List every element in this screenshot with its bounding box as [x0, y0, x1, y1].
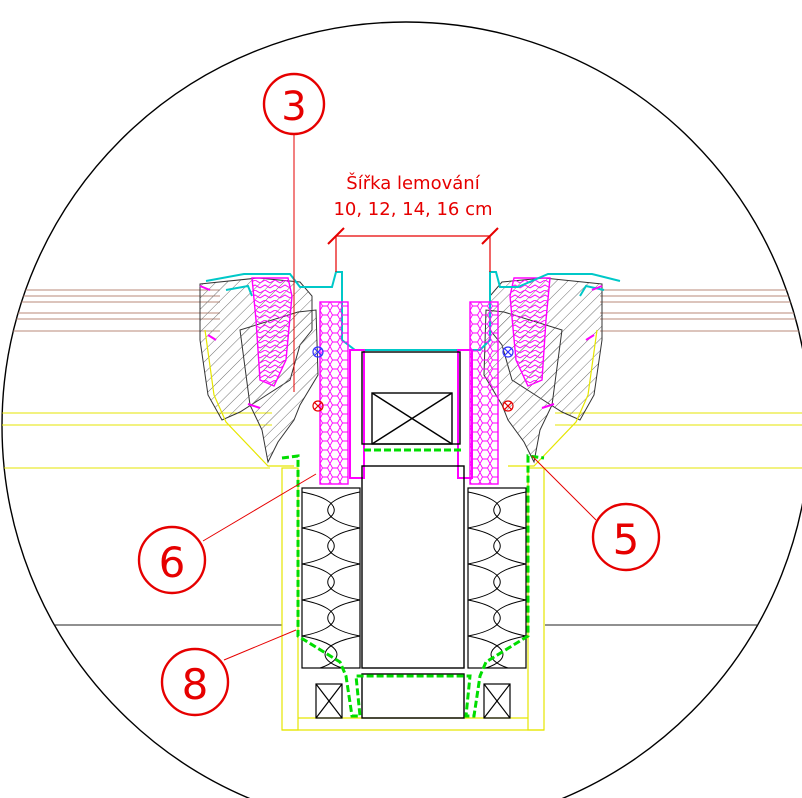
detail-circle [1, 21, 802, 798]
callout-5: 5 [531, 455, 661, 572]
sash-frame-left [199, 277, 319, 464]
roof-structure-lines [2, 412, 802, 469]
fastener-marks [312, 346, 514, 412]
glazing-left [2, 289, 220, 332]
vapour-barrier-green [281, 454, 545, 718]
callout-3: 3 [262, 72, 326, 392]
glazing-right [600, 289, 802, 332]
mineral-wool-left [301, 487, 361, 669]
sash-frame-right [483, 277, 603, 464]
width-dimension [327, 227, 499, 272]
dimension-title: Šířka lemování [346, 172, 480, 194]
callout-8-label: 8 [182, 660, 209, 709]
center-lining [361, 351, 465, 719]
bottom-battens [315, 683, 511, 719]
insulation-hex-columns [319, 301, 499, 485]
gasket-clips [199, 285, 603, 409]
mineral-wool-right [467, 487, 527, 669]
callout-8: 8 [160, 629, 297, 717]
callout-6-label: 6 [159, 538, 186, 587]
callout-6: 6 [137, 473, 317, 595]
callout-5-label: 5 [613, 515, 640, 564]
dimension-values: 10, 12, 14, 16 cm [333, 199, 492, 220]
callout-3-label: 3 [281, 84, 306, 130]
